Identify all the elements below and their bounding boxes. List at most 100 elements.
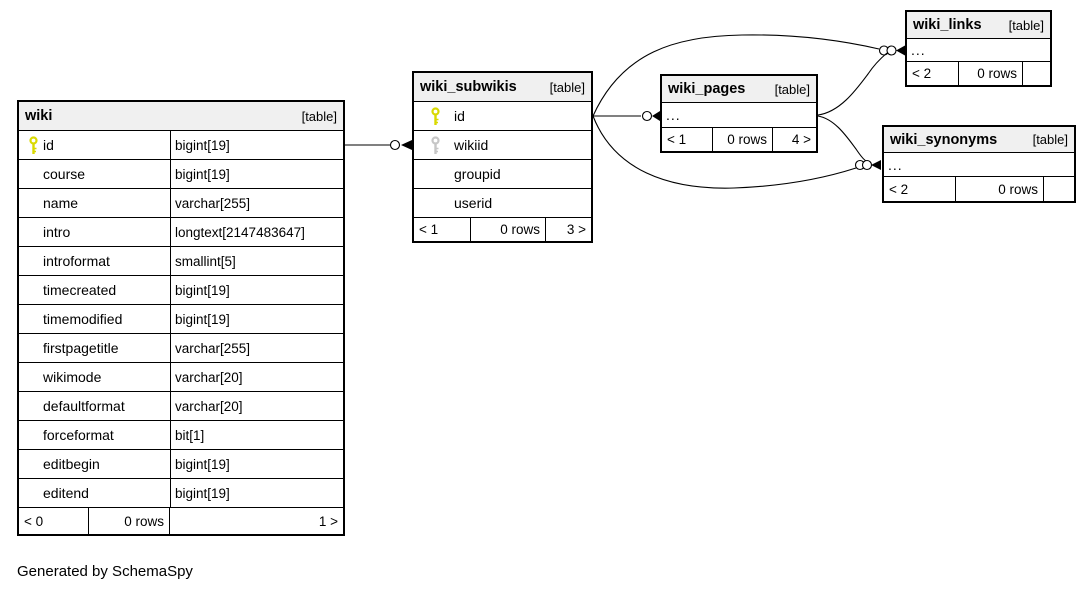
column-name: intro xyxy=(43,224,71,240)
stat-rows: 0 rows xyxy=(88,508,169,534)
column-name: defaultformat xyxy=(43,398,125,414)
table-wiki[interactable]: wiki [table] id bigint[19] course xyxy=(17,100,345,536)
column-type: bigint[19] xyxy=(170,305,343,333)
table-wiki-subwikis-header[interactable]: wiki_subwikis [table] xyxy=(414,73,591,102)
column-row-timemodified: timemodified bigint[19] xyxy=(19,305,343,334)
column-row-id: id xyxy=(414,102,591,131)
stat-next: 3 > xyxy=(545,218,591,241)
column-type: bigint[19] xyxy=(170,160,343,188)
column-type: varchar[255] xyxy=(170,334,343,362)
column-type: varchar[20] xyxy=(170,363,343,391)
column-name-cell: name xyxy=(19,189,170,217)
table-tag: [table] xyxy=(1032,132,1068,147)
column-name-cell: timemodified xyxy=(19,305,170,333)
edge-subwikis-to-synonyms xyxy=(592,115,857,189)
column-name: editend xyxy=(43,485,89,501)
column-name: introformat xyxy=(43,253,110,269)
column-name-cell: userid xyxy=(414,189,492,217)
table-tag: [table] xyxy=(301,108,337,124)
table-wiki-title: wiki xyxy=(25,108,53,124)
column-name: forceformat xyxy=(43,427,114,443)
stat-prev: < 2 xyxy=(912,66,932,81)
column-name-cell: id xyxy=(19,131,170,159)
table-wiki-synonyms-header[interactable]: wiki_synonyms [table] xyxy=(884,127,1074,153)
table-wiki-subwikis-title: wiki_subwikis xyxy=(420,79,517,95)
column-name-cell: editbegin xyxy=(19,450,170,478)
stat-prev: < 1 xyxy=(419,222,439,237)
table-wiki-synonyms-title: wiki_synonyms xyxy=(890,131,998,148)
column-type: bigint[19] xyxy=(170,276,343,304)
column-name-cell: course xyxy=(19,160,170,188)
stat-next xyxy=(1022,62,1050,85)
edge-arrowhead xyxy=(401,140,412,150)
column-row-forceformat: forceformat bit[1] xyxy=(19,421,343,450)
edge-endpoint-circle xyxy=(886,45,897,56)
primary-key-icon xyxy=(28,135,38,154)
stat-prev: < 1 xyxy=(667,132,687,147)
column-name-cell: editend xyxy=(19,479,170,507)
stats-footer: < 0 0 rows 1 > xyxy=(19,508,343,534)
column-row-userid: userid xyxy=(414,189,591,218)
column-type: smallint[5] xyxy=(170,247,343,275)
column-row-introformat: introformat smallint[5] xyxy=(19,247,343,276)
column-name: groupid xyxy=(454,166,501,182)
column-name: firstpagetitle xyxy=(43,340,119,356)
stats-footer: < 2 0 rows xyxy=(907,62,1050,85)
collapsed-columns-row: ... xyxy=(884,153,1074,177)
foreign-key-icon xyxy=(430,135,440,154)
table-wiki-links-title: wiki_links xyxy=(913,17,982,33)
table-wiki-header[interactable]: wiki [table] xyxy=(19,102,343,131)
column-row-defaultformat: defaultformat varchar[20] xyxy=(19,392,343,421)
column-row-editbegin: editbegin bigint[19] xyxy=(19,450,343,479)
edge-arrowhead xyxy=(652,111,660,121)
table-tag: [table] xyxy=(774,81,810,97)
column-name-cell: id xyxy=(414,102,465,130)
column-name-cell: firstpagetitle xyxy=(19,334,170,362)
stat-rows: 0 rows xyxy=(712,128,772,151)
column-type: bigint[19] xyxy=(170,479,343,507)
column-row-timecreated: timecreated bigint[19] xyxy=(19,276,343,305)
column-row-id: id bigint[19] xyxy=(19,131,343,160)
column-type: longtext[2147483647] xyxy=(170,218,343,246)
collapsed-columns-row: ... xyxy=(907,39,1050,62)
key-slot xyxy=(414,135,446,155)
column-name: id xyxy=(43,137,54,153)
column-name: timemodified xyxy=(43,311,123,327)
table-wiki-pages-header[interactable]: wiki_pages [table] xyxy=(662,76,816,103)
column-row-wikimode: wikimode varchar[20] xyxy=(19,363,343,392)
edge-endpoint-circle xyxy=(389,139,401,151)
table-tag: [table] xyxy=(549,79,585,95)
key-slot xyxy=(19,135,39,155)
column-name-cell: intro xyxy=(19,218,170,246)
column-name: wikimode xyxy=(43,369,102,385)
stat-next: 1 > xyxy=(169,508,343,534)
stats-footer: < 2 0 rows xyxy=(884,177,1074,201)
stat-next xyxy=(1043,177,1074,201)
key-slot xyxy=(414,106,446,126)
table-wiki-pages[interactable]: wiki_pages [table] ... < 1 0 rows 4 > xyxy=(660,74,818,153)
column-name: userid xyxy=(454,195,493,211)
column-row-name: name varchar[255] xyxy=(19,189,343,218)
stats-footer: < 1 0 rows 4 > xyxy=(662,128,816,151)
column-row-groupid: groupid xyxy=(414,160,591,189)
edge-subwikis-to-links xyxy=(592,34,880,117)
edge-pages-to-synonyms xyxy=(817,115,867,162)
column-name-cell: wikimode xyxy=(19,363,170,391)
stats-footer: < 1 0 rows 3 > xyxy=(414,218,591,241)
column-name: wikiid xyxy=(454,137,489,153)
edge-arrowhead xyxy=(871,160,881,170)
collapsed-columns-row: ... xyxy=(662,103,816,128)
table-wiki-synonyms[interactable]: wiki_synonyms [table] ... < 2 0 rows xyxy=(882,125,1076,203)
column-name-cell: defaultformat xyxy=(19,392,170,420)
column-row-editend: editend bigint[19] xyxy=(19,479,343,508)
table-wiki-links-header[interactable]: wiki_links [table] xyxy=(907,12,1050,39)
table-wiki-subwikis[interactable]: wiki_subwikis [table] id xyxy=(412,71,593,243)
stat-prev: < 2 xyxy=(889,181,909,197)
table-wiki-links[interactable]: wiki_links [table] ... < 2 0 rows xyxy=(905,10,1052,87)
stat-prev: < 0 xyxy=(24,513,44,529)
column-name: editbegin xyxy=(43,456,100,472)
column-type: bit[1] xyxy=(170,421,343,449)
column-row-firstpagetitle: firstpagetitle varchar[255] xyxy=(19,334,343,363)
stat-rows: 0 rows xyxy=(958,62,1022,85)
